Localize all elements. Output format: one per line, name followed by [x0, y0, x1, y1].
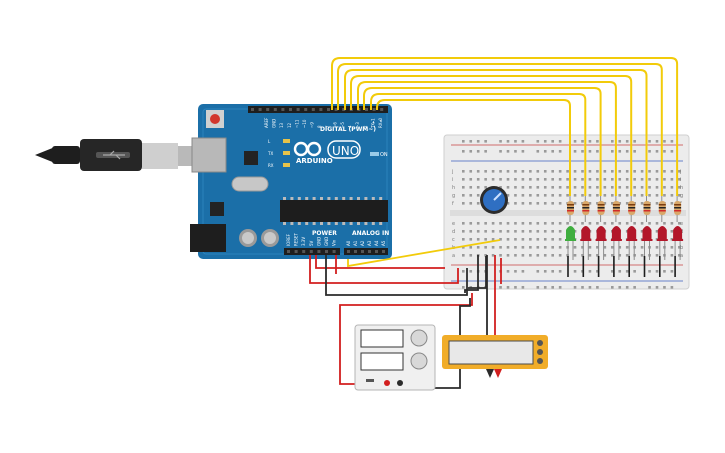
- potentiometer-signal-wire[interactable]: [347, 239, 501, 268]
- pin-label: 3.3V: [301, 237, 306, 246]
- power-led: [370, 152, 379, 156]
- row-letter: d: [452, 229, 455, 235]
- signal-wire[interactable]: [350, 75, 633, 196]
- pin-label: 4: [348, 125, 353, 128]
- led-array[interactable]: [565, 226, 684, 277]
- status-led-labels: L TX RX: [267, 139, 290, 168]
- row-letter: j: [451, 169, 453, 175]
- on-label: ON: [380, 152, 388, 158]
- digital-header-label: DIGITAL (PWM~): [320, 126, 376, 133]
- pin-label: IOREF: [286, 233, 291, 246]
- led-label: L: [268, 139, 271, 144]
- signal-wire[interactable]: [357, 81, 617, 196]
- row-letter: e: [452, 221, 455, 227]
- analog-header-label: ANALOG IN: [352, 230, 389, 237]
- row-letter: g: [680, 193, 683, 199]
- chip-pins: [283, 197, 383, 225]
- pin-label: 2: [363, 125, 368, 128]
- usb-icon: [103, 150, 125, 160]
- row-letter: i: [680, 177, 681, 183]
- breadboard[interactable]: jjiihhggffeeddccbbaa: [443, 134, 690, 290]
- pin-label: A5: [381, 240, 386, 246]
- row-letter: f: [452, 201, 454, 207]
- multimeter[interactable]: [442, 335, 548, 378]
- signal-wire[interactable]: [344, 69, 648, 196]
- row-letter: c: [452, 237, 455, 243]
- row-letter: j: [679, 169, 681, 175]
- row-letter: a: [680, 253, 683, 259]
- pin-label: A4: [374, 240, 379, 246]
- pin-label: AREF: [264, 117, 269, 128]
- negative-terminal: [397, 380, 403, 386]
- signal-wire[interactable]: [363, 87, 602, 196]
- led: [657, 226, 667, 240]
- power-wires[interactable]: [309, 255, 502, 389]
- pin-label: RX◂0: [378, 117, 383, 128]
- pin-label: GND: [316, 237, 321, 246]
- brand-label: ARDUINO: [296, 157, 333, 165]
- row-letter: h: [452, 185, 455, 191]
- led: [642, 226, 652, 240]
- pin-label: ~5: [340, 122, 345, 128]
- pin-label: 5V: [309, 240, 314, 246]
- power-supply[interactable]: [354, 324, 436, 391]
- model-label: UNO: [332, 144, 359, 158]
- pin-label: ~3: [355, 122, 360, 128]
- resistor-array[interactable]: [567, 196, 682, 222]
- led: [596, 226, 606, 240]
- row-letter: e: [680, 221, 683, 227]
- led-label: TX: [267, 151, 273, 156]
- led: [581, 226, 591, 240]
- row-letter: i: [452, 177, 453, 183]
- pin-label: 13: [279, 122, 284, 128]
- pin-label: ~9: [310, 122, 315, 128]
- row-letter: b: [680, 245, 683, 251]
- led: [673, 226, 683, 240]
- pin-label: RESET: [294, 233, 299, 246]
- row-letter: g: [452, 193, 455, 199]
- pin-label: 7: [325, 125, 330, 128]
- pin-label: Vin: [332, 239, 337, 246]
- pin-label: A1: [353, 240, 358, 246]
- pin-label: TX▸1: [370, 118, 375, 129]
- positive-terminal: [384, 380, 390, 386]
- led: [627, 226, 637, 240]
- arduino-logo-icon: [293, 141, 322, 157]
- signal-wire[interactable]: [331, 57, 679, 196]
- pin-label: ~6: [332, 122, 337, 128]
- signal-wire[interactable]: [370, 93, 587, 196]
- pin-label: GND: [324, 237, 329, 246]
- reset-button: [210, 114, 220, 124]
- potentiometer[interactable]: [480, 186, 508, 214]
- signal-wire[interactable]: [337, 63, 663, 196]
- pin-label: 8: [317, 125, 322, 128]
- row-letter: a: [452, 253, 455, 259]
- row-letter: h: [680, 185, 683, 191]
- led: [611, 226, 621, 240]
- pin-label: 12: [287, 122, 292, 128]
- led: [566, 226, 575, 240]
- signal-wires[interactable]: [331, 57, 679, 196]
- usb-cable[interactable]: [35, 139, 202, 171]
- signal-wire[interactable]: [376, 99, 571, 196]
- pin-label: ~11: [294, 119, 299, 128]
- pin-label: A3: [367, 240, 372, 246]
- pin-label: GND: [272, 119, 277, 128]
- pin-label: ~10: [302, 119, 307, 128]
- led-label: RX: [268, 163, 274, 168]
- pin-label: A2: [360, 240, 365, 246]
- pin-label: A0: [346, 240, 351, 246]
- power-header-label: POWER: [312, 230, 337, 237]
